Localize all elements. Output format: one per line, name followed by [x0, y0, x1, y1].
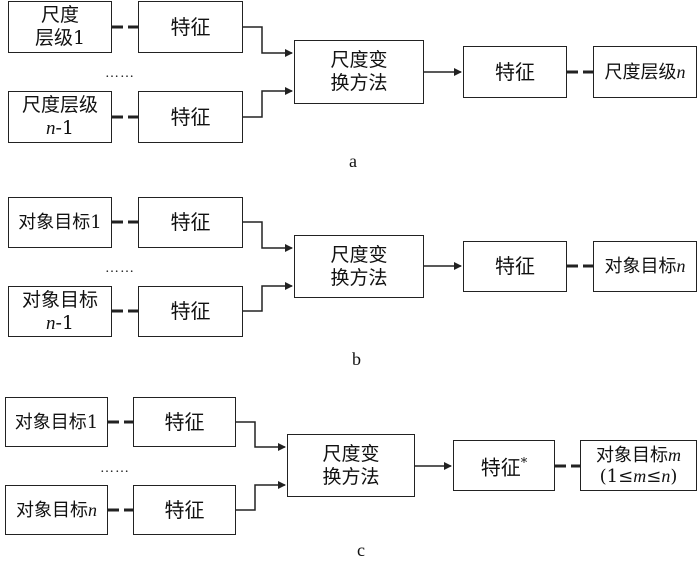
- scale-transform-box: 尺度变 换方法: [287, 434, 415, 497]
- output-label: 对象目标m: [596, 445, 681, 466]
- feature-box: 特征: [138, 286, 243, 337]
- transform-label: 尺度变: [322, 442, 380, 465]
- feature-label: 特征: [164, 497, 205, 522]
- panel-label-b: b: [352, 349, 361, 369]
- feature-label: 特征*: [481, 452, 528, 480]
- output-label: 尺度层级n: [605, 61, 686, 84]
- feature-box: 特征: [138, 91, 243, 143]
- arrow-feature-to-transform: [243, 26, 293, 57]
- range-leq: ≤: [646, 465, 662, 487]
- input-label: 对象目标1: [18, 212, 102, 233]
- suffix: -1: [55, 117, 74, 139]
- variable-n: n: [676, 61, 686, 82]
- input-box-object-1: 对象目标1: [5, 397, 108, 447]
- input-box-object-1: 对象目标1: [8, 197, 112, 248]
- feature-box: 特征: [138, 197, 243, 248]
- input-label: 层级1: [34, 27, 86, 49]
- transform-label: 尺度变: [330, 243, 388, 266]
- variable-m: m: [668, 444, 681, 465]
- input-box-scale-level-n-minus-1: 尺度层级 n-1: [8, 91, 112, 143]
- panel-a-wires: [112, 25, 593, 119]
- feature-text: 特征: [480, 455, 521, 480]
- transform-label: 尺度变: [330, 49, 388, 71]
- feature-box: 特征: [133, 397, 236, 447]
- transform-label: 换方法: [330, 266, 388, 289]
- arrow-feature-to-transform: [236, 421, 286, 451]
- output-feature-box: 特征: [463, 46, 567, 98]
- output-text: 对象目标: [604, 256, 677, 277]
- feature-label: 特征: [170, 210, 211, 234]
- arrow-feature-to-transform: [243, 221, 293, 252]
- input-label: 对象目标n: [16, 499, 97, 522]
- variable-n: n: [45, 312, 56, 334]
- input-label: n-1: [46, 312, 74, 335]
- feature-label: 特征: [164, 409, 205, 434]
- variable-n: n: [676, 256, 686, 276]
- range-close: ): [670, 465, 678, 487]
- transform-label: 换方法: [322, 465, 380, 488]
- ellipsis: ……: [105, 66, 135, 81]
- scale-transform-box: 尺度变 换方法: [294, 235, 424, 298]
- variable-n: n: [88, 499, 97, 520]
- output-range: (1≤m≤n): [600, 466, 678, 487]
- feature-box: 特征: [133, 485, 236, 535]
- panel-c-wires: [108, 420, 580, 512]
- output-box-object-n: 对象目标n: [593, 241, 697, 292]
- input-box-object-n-minus-1: 对象目标 n-1: [8, 286, 112, 337]
- output-feature-box: 特征: [463, 241, 567, 292]
- input-label: 尺度层级: [21, 94, 98, 116]
- feature-box: 特征: [138, 1, 243, 53]
- arrow-feature-to-transform: [243, 87, 293, 118]
- panel-label-a: a: [349, 151, 357, 171]
- suffix: -1: [55, 311, 74, 334]
- feature-label: 特征: [495, 254, 535, 278]
- input-label: 对象目标1: [14, 411, 99, 433]
- output-box-scale-level-n: 尺度层级n: [593, 46, 697, 98]
- feature-label: 特征: [170, 14, 211, 39]
- ellipsis: ……: [100, 461, 130, 476]
- panel-b-wires: [112, 220, 593, 313]
- feature-label: 特征: [495, 59, 535, 84]
- output-box-object-m: 对象目标m (1≤m≤n): [580, 440, 697, 491]
- variable-n: n: [661, 465, 671, 486]
- feature-label: 特征: [170, 104, 211, 129]
- input-label: 尺度: [40, 4, 79, 26]
- input-box-scale-level-1: 尺度 层级1: [8, 1, 112, 53]
- input-label: 对象目标: [21, 288, 98, 311]
- ellipsis: ……: [105, 261, 135, 276]
- output-text: 对象目标: [596, 444, 668, 466]
- arrow-feature-to-transform: [236, 481, 286, 511]
- output-label: 对象目标n: [605, 255, 686, 278]
- arrow-feature-to-transform: [243, 282, 293, 312]
- asterisk: *: [520, 455, 528, 471]
- transform-label: 换方法: [330, 72, 388, 94]
- output-text: 尺度层级: [604, 61, 677, 83]
- input-text: 对象目标: [16, 499, 88, 521]
- panel-label-c: c: [357, 540, 365, 560]
- input-label: n-1: [46, 117, 74, 140]
- output-feature-star-box: 特征*: [453, 440, 555, 491]
- input-box-object-n: 对象目标n: [5, 485, 108, 535]
- range-open: (1≤: [599, 465, 634, 487]
- variable-m: m: [633, 465, 647, 486]
- scale-transform-box: 尺度变 换方法: [294, 40, 424, 104]
- feature-label: 特征: [170, 299, 211, 323]
- variable-n: n: [45, 118, 56, 139]
